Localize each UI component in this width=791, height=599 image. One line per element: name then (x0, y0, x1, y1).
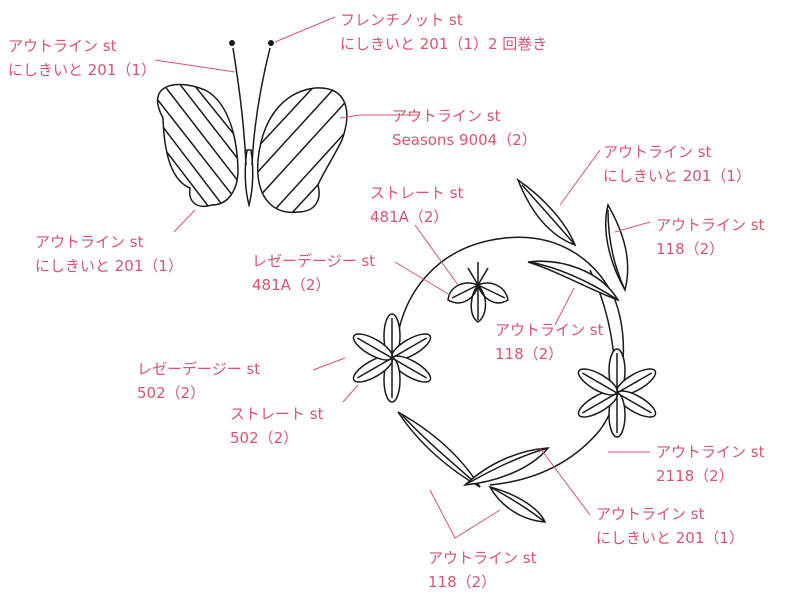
right-leaf-vein (607, 209, 626, 291)
butterfly (156, 40, 348, 214)
french-knot-right (268, 40, 274, 46)
middle-leaf-vein (529, 261, 619, 301)
right-wing (257, 87, 348, 214)
leader-lines (154, 16, 651, 539)
antenna-left (232, 47, 247, 166)
middle-leaf (527, 260, 620, 302)
antenna-right (251, 47, 271, 166)
top-leaf-vein (521, 184, 576, 246)
left-flower (349, 313, 435, 403)
body (244, 149, 254, 208)
wreath (349, 177, 660, 523)
bottom-mid-leaf-vein (464, 447, 549, 486)
french-knot-left (229, 40, 235, 46)
left-wing (156, 83, 239, 207)
bottom-right-leaf-vein (489, 486, 546, 523)
right-leaf (605, 203, 629, 293)
bottom-mid-leaf (462, 447, 550, 486)
